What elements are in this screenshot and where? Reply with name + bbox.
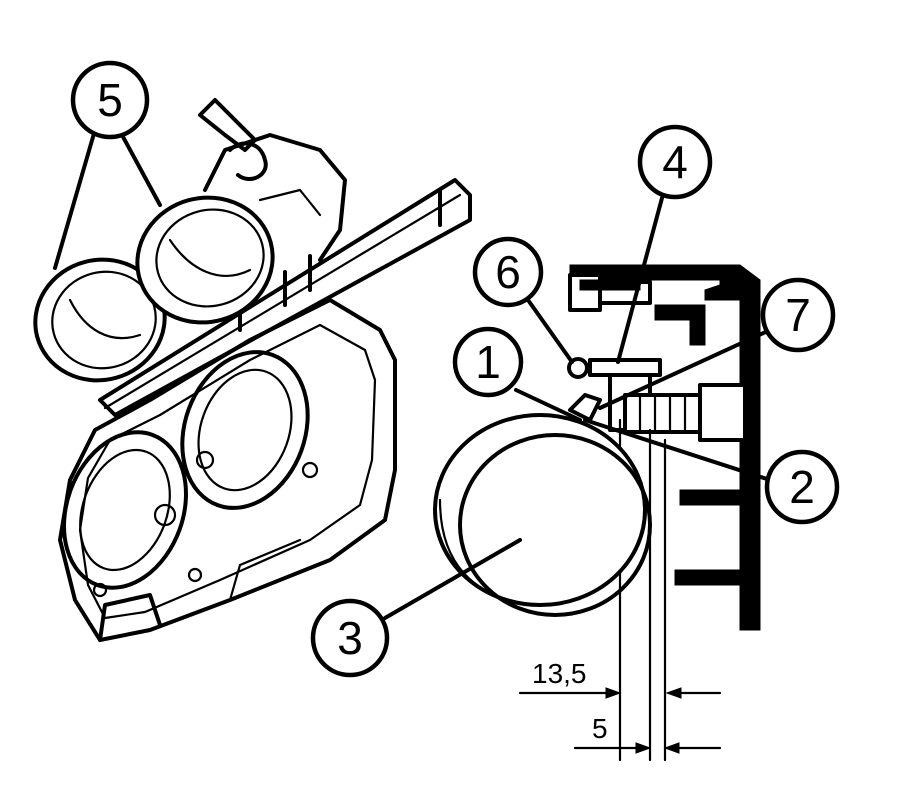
callout-3: 3 bbox=[310, 598, 390, 678]
callout-6: 6 bbox=[472, 236, 544, 308]
leader-lines bbox=[53, 128, 772, 620]
float-right bbox=[135, 195, 275, 325]
svg-text:6: 6 bbox=[495, 246, 521, 298]
dimension-label-5: 5 bbox=[592, 713, 608, 744]
float-chamber-section bbox=[567, 264, 761, 762]
svg-text:7: 7 bbox=[785, 289, 811, 341]
svg-text:5: 5 bbox=[97, 74, 123, 126]
carburettor-cover-assembly bbox=[58, 98, 472, 642]
svg-text:4: 4 bbox=[662, 136, 688, 188]
callout-1: 1 bbox=[452, 326, 524, 398]
callout-5: 5 bbox=[70, 60, 150, 140]
float-left bbox=[33, 257, 167, 383]
callout-2: 2 bbox=[764, 449, 840, 525]
callout-7: 7 bbox=[760, 277, 836, 353]
dimension-lines bbox=[518, 687, 722, 754]
callout-4: 4 bbox=[637, 124, 713, 200]
float-cylinder bbox=[433, 413, 652, 617]
svg-text:1: 1 bbox=[475, 336, 501, 388]
svg-text:2: 2 bbox=[789, 461, 815, 513]
dimension-label-13-5: 13,5 bbox=[532, 658, 587, 689]
svg-text:3: 3 bbox=[337, 612, 363, 664]
